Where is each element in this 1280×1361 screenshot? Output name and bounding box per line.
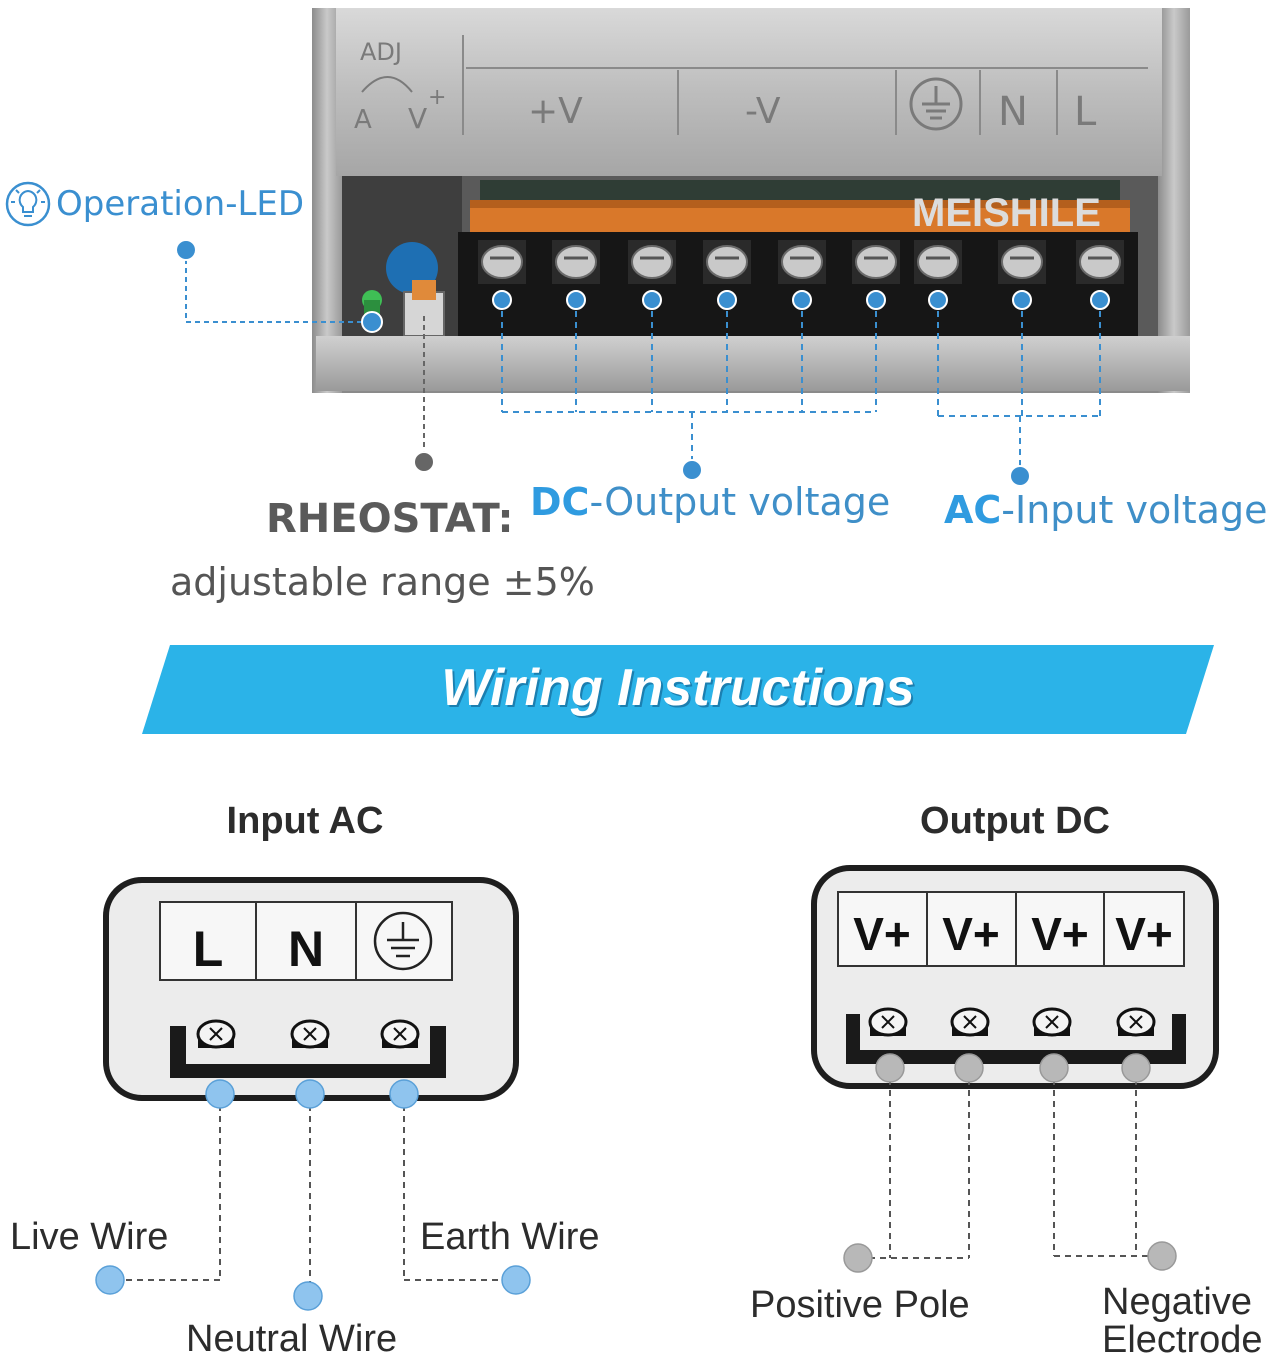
input-ac-terminal-l: L bbox=[193, 921, 224, 977]
input-ac-wires bbox=[95, 1079, 531, 1311]
panel-adj-plus: + bbox=[428, 85, 446, 110]
top-panel bbox=[336, 8, 1162, 176]
banner-title: Wiring Instructions bbox=[441, 659, 915, 717]
terminal-screw bbox=[998, 240, 1046, 310]
terminal-screw bbox=[1076, 240, 1124, 310]
dc-prefix: DC bbox=[530, 480, 590, 524]
dc-rest: -Output voltage bbox=[589, 480, 891, 524]
operation-led-label: Operation-LED bbox=[56, 184, 305, 224]
wire-dot bbox=[205, 1079, 235, 1109]
wire-dot bbox=[1039, 1053, 1069, 1083]
terminal-screw bbox=[914, 240, 962, 310]
neutral-wire-label: Neutral Wire bbox=[186, 1318, 398, 1360]
panel-l: L bbox=[1074, 89, 1097, 135]
panel-adj-a: A bbox=[354, 105, 372, 135]
screw-icon bbox=[380, 1019, 420, 1049]
ac-callout-dot bbox=[1009, 465, 1031, 487]
power-supply-illustration: ADJ A V + +V -V N L MEISHILE bbox=[175, 8, 1190, 487]
wire-dot bbox=[954, 1053, 984, 1083]
led-leader-line bbox=[185, 250, 372, 323]
screw-icon bbox=[868, 1007, 908, 1037]
rheostat-callout-dot bbox=[413, 451, 435, 473]
terminal-screw bbox=[552, 240, 600, 310]
dc-callout-dot bbox=[681, 459, 703, 481]
input-ac-terminal-n: N bbox=[288, 921, 324, 977]
negative-electrode-label-2: Electrode bbox=[1102, 1319, 1263, 1361]
wire-dot bbox=[293, 1281, 323, 1311]
lightbulb-icon bbox=[5, 181, 51, 227]
wire-dot bbox=[501, 1265, 531, 1295]
ac-input-label: AC-Input voltage bbox=[944, 488, 1267, 532]
ac-prefix: AC bbox=[944, 488, 1002, 532]
terminal-screw bbox=[478, 240, 526, 310]
output-dc-terminal-1: V+ bbox=[853, 908, 911, 960]
terminal-screw bbox=[852, 240, 900, 310]
earth-icon bbox=[373, 911, 433, 971]
rheostat-range: adjustable range ±5% bbox=[170, 560, 595, 604]
output-dc-wires bbox=[843, 1053, 1177, 1273]
brand-label: MEISHILE bbox=[912, 191, 1101, 235]
housing-right-side bbox=[1158, 8, 1190, 393]
screw-icon bbox=[1032, 1007, 1072, 1037]
ac-input-bracket bbox=[937, 300, 1101, 487]
live-wire-label: Live Wire bbox=[10, 1216, 169, 1258]
dc-output-bracket bbox=[501, 300, 877, 481]
output-dc-screws bbox=[868, 1007, 1156, 1037]
output-dc-diagram: V+ V+ V+ V+ bbox=[811, 865, 1219, 1273]
wire-dot bbox=[843, 1243, 873, 1273]
output-dc-terminal-4: V+ bbox=[1115, 908, 1173, 960]
negative-electrode-label-1: Negative bbox=[1102, 1281, 1252, 1323]
banner-shape bbox=[142, 645, 1214, 734]
input-ac-title: Input AC bbox=[226, 800, 384, 842]
panel-n: N bbox=[998, 89, 1028, 135]
wire-dot bbox=[389, 1079, 419, 1109]
wire-dot bbox=[95, 1265, 125, 1295]
terminal-screws bbox=[478, 240, 1124, 310]
panel-plus-v: +V bbox=[528, 91, 583, 132]
output-dc-terminal-3: V+ bbox=[1031, 908, 1089, 960]
wire-dot bbox=[1121, 1053, 1151, 1083]
rheostat-title: RHEOSTAT: bbox=[266, 496, 514, 542]
operation-led-callout: Operation-LED bbox=[4, 176, 304, 232]
output-dc-terminal-bar bbox=[846, 1014, 1186, 1064]
wire-dot bbox=[1147, 1241, 1177, 1271]
panel-adj: ADJ bbox=[360, 38, 402, 66]
input-ac-terminal-bar bbox=[170, 1026, 446, 1078]
screw-icon bbox=[1116, 1007, 1156, 1037]
output-dc-title: Output DC bbox=[920, 800, 1110, 842]
ac-rest: -Input voltage bbox=[1001, 488, 1268, 532]
panel-adj-v: V bbox=[408, 102, 427, 135]
housing-bottom-lip bbox=[316, 336, 1190, 391]
panel-earth-icon bbox=[909, 77, 963, 131]
led-callout-dot bbox=[175, 239, 197, 261]
terminal-screw bbox=[628, 240, 676, 310]
wire-dot bbox=[875, 1053, 905, 1083]
screw-icon bbox=[950, 1007, 990, 1037]
input-ac-diagram: L N bbox=[95, 877, 531, 1311]
output-dc-terminal-2: V+ bbox=[942, 908, 1000, 960]
positive-pole-label: Positive Pole bbox=[750, 1284, 970, 1326]
wire-dot bbox=[295, 1079, 325, 1109]
earth-wire-label: Earth Wire bbox=[420, 1216, 600, 1258]
dc-output-label: DC-Output voltage bbox=[530, 480, 890, 524]
input-ac-screws bbox=[196, 1019, 420, 1049]
panel-minus-v: -V bbox=[745, 91, 781, 132]
screw-icon bbox=[196, 1019, 236, 1049]
screw-icon bbox=[290, 1019, 330, 1049]
